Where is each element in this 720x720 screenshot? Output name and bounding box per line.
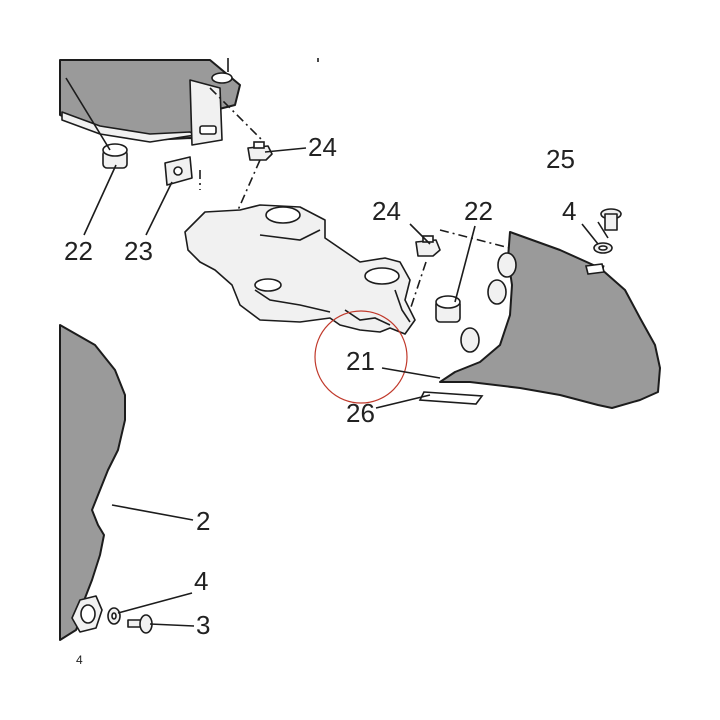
callout-4-lower: 4 <box>194 566 208 596</box>
callout-22-middle: 22 <box>464 196 493 226</box>
side-fairing-2 <box>59 324 126 641</box>
right-fairing-nose-part <box>439 231 661 409</box>
washer-4-upper <box>593 242 613 254</box>
speed-nut-24-middle <box>415 235 441 257</box>
callout-23: 23 <box>124 236 153 266</box>
callout-4-upper: 4 <box>562 196 576 226</box>
screw-25 <box>600 208 622 231</box>
corner-mark: 4 <box>76 653 83 667</box>
speed-nut-24-upper <box>247 141 273 161</box>
callout-26: 26 <box>346 398 375 428</box>
callout-24-middle: 24 <box>372 196 401 226</box>
bushing-22-left <box>102 143 128 169</box>
decal-strip-26 <box>418 391 484 405</box>
alignment-line-upper-left <box>199 87 263 211</box>
bushing-22-middle <box>435 295 461 323</box>
leader-lines <box>65 77 609 627</box>
highlight-circle <box>314 310 408 404</box>
callout-2: 2 <box>196 506 210 536</box>
clip-23 <box>164 156 193 186</box>
upper-left-fairing-part <box>59 58 241 146</box>
callout-3: 3 <box>196 610 210 640</box>
callout-22-left: 22 <box>64 236 93 266</box>
callout-21: 21 <box>346 346 375 376</box>
callout-25: 25 <box>546 144 575 174</box>
central-bracket-21 <box>184 204 416 335</box>
callout-24-upper: 24 <box>308 132 337 162</box>
screw-3 <box>127 614 153 634</box>
washer-4-lower <box>107 607 121 625</box>
